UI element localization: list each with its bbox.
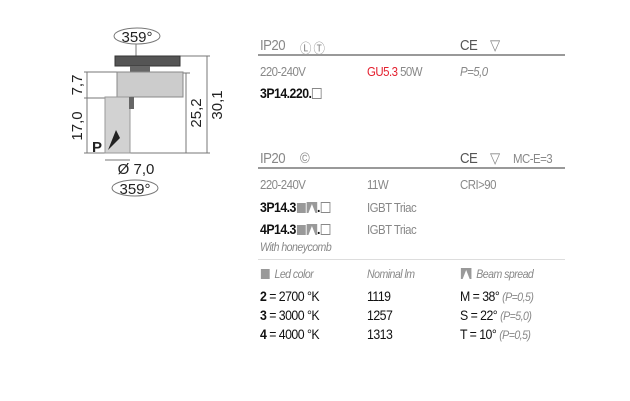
product-code-1: 3P14.220. xyxy=(260,85,312,101)
rotation-bottom-label: 359° xyxy=(119,181,150,198)
beam-icon xyxy=(460,268,472,279)
f-mark-icon-1: ▽ xyxy=(490,37,500,54)
beam-angle: M = 38° xyxy=(460,288,500,304)
variant-driver: IGBT Triac xyxy=(367,222,417,237)
ip-rating-1: IP20 xyxy=(260,37,286,54)
option-box xyxy=(320,224,331,235)
beam-icon xyxy=(306,202,318,213)
beam-angle: S = 22° xyxy=(460,307,498,323)
class-icons: Ⓛ Ⓣ xyxy=(300,41,325,56)
divider xyxy=(258,259,565,260)
color-key: 4 xyxy=(260,326,267,342)
lumen-value: 1257 xyxy=(367,307,393,323)
dim-25-2: 25,2 xyxy=(188,98,205,127)
honeycomb-note: With honeycomb xyxy=(260,240,332,254)
color-key: 3 xyxy=(260,307,267,323)
variant-code: 4P14.3 xyxy=(260,221,296,237)
f-mark-icon-2: ▽ xyxy=(490,150,500,167)
p-value: (P=0,5) xyxy=(502,290,534,304)
option-box xyxy=(320,202,331,213)
mce-value: MC-E=3 xyxy=(513,151,553,166)
option-box xyxy=(312,88,322,99)
dim-30-1: 30,1 xyxy=(209,90,226,119)
class-icon-2: © xyxy=(300,150,310,167)
color-temp: = 2700 °K xyxy=(269,288,320,304)
led-color-icon xyxy=(260,269,270,279)
beam-angle: T = 10° xyxy=(460,326,497,342)
power-2: 11W xyxy=(367,177,389,192)
led-color-icon xyxy=(296,203,306,213)
ce-mark-2: CE xyxy=(460,150,478,167)
variant-driver: IGBT Triac xyxy=(367,200,417,215)
lumen-value: 1119 xyxy=(367,288,391,304)
header-led-color: Led color xyxy=(274,267,314,281)
p-value: (P=0,5) xyxy=(499,328,531,342)
ce-mark-1: CE xyxy=(460,37,478,54)
beam-icon xyxy=(306,224,318,235)
cri-value: CRI>90 xyxy=(460,177,496,192)
header-beam-spread: Beam spread xyxy=(476,267,534,281)
diameter-label: Ø 7,0 xyxy=(118,161,155,178)
voltage-1: 220-240V xyxy=(260,64,306,79)
divider xyxy=(258,54,565,56)
lumen-value: 1313 xyxy=(367,326,393,342)
p-value: (P=5,0) xyxy=(500,309,532,323)
variant-row: 3P14.3. xyxy=(260,199,331,215)
p-value-1: P=5,0 xyxy=(460,64,488,79)
rotation-top-label: 359° xyxy=(121,29,152,46)
power-1: 50W xyxy=(400,64,423,79)
ip-rating-2: IP20 xyxy=(260,150,286,167)
variant-code: 3P14.3 xyxy=(260,199,296,215)
color-temp: = 3000 °K xyxy=(269,307,320,323)
color-temp: = 4000 °K xyxy=(269,326,320,342)
lamp-type: GU5.3 xyxy=(367,64,398,79)
color-key: 2 xyxy=(260,288,267,304)
dim-7-7: 7,7 xyxy=(69,75,86,96)
dim-17-0: 17,0 xyxy=(69,111,86,140)
header-nominal-lm: Nominal lm xyxy=(367,267,415,281)
p-label: P xyxy=(92,139,102,156)
led-color-icon xyxy=(296,225,306,235)
divider xyxy=(258,167,565,169)
variant-row: 4P14.3. xyxy=(260,221,331,237)
voltage-2: 220-240V xyxy=(260,177,306,192)
